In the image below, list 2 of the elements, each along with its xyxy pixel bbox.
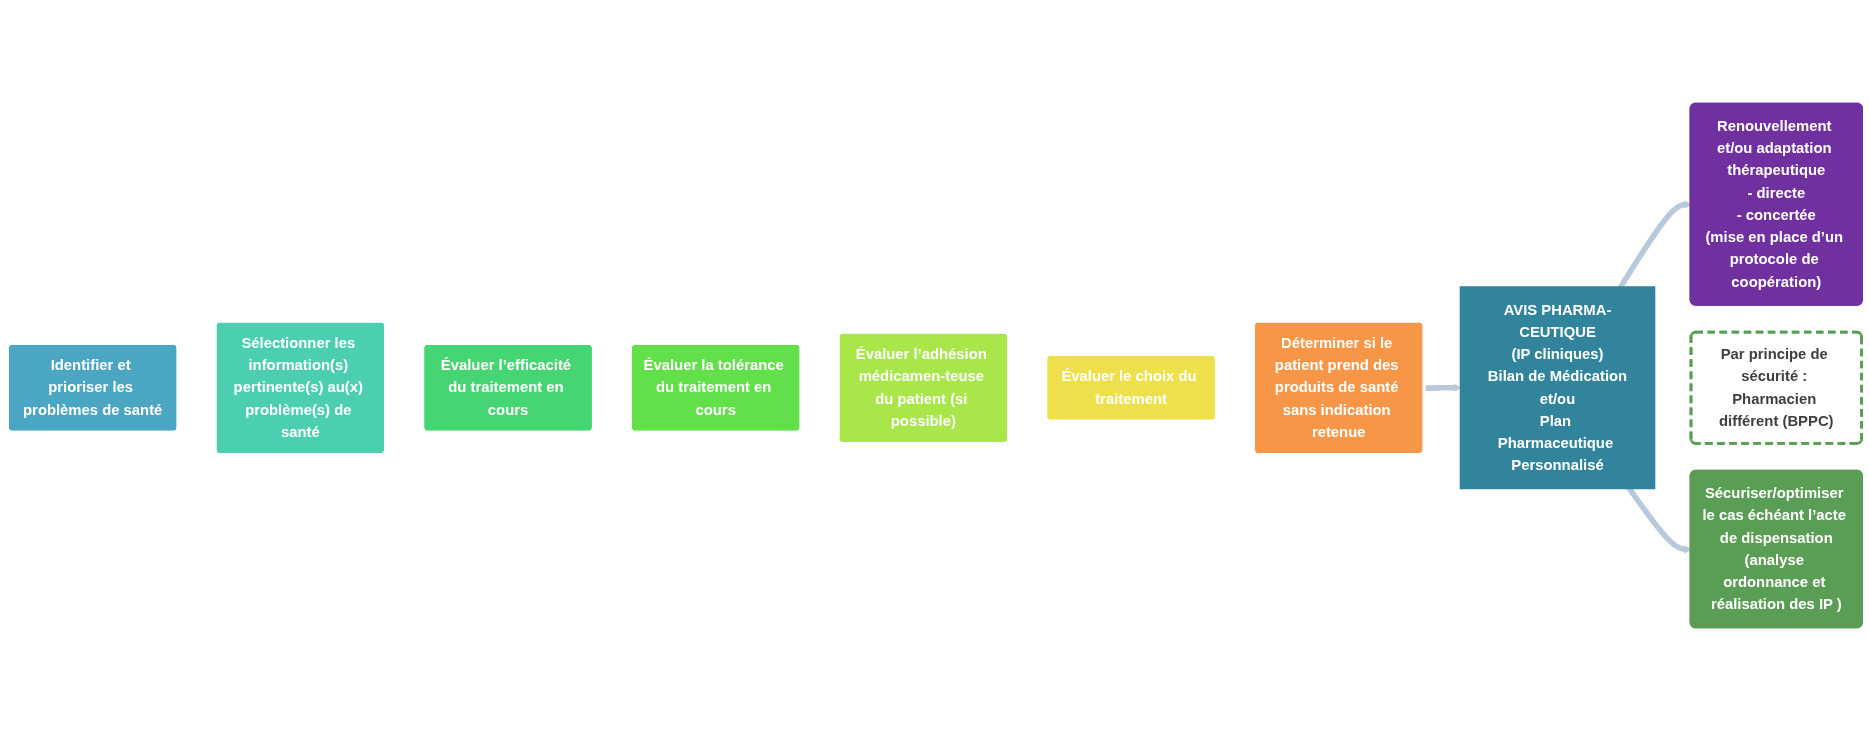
arrow [1424, 383, 1462, 392]
node-box [1459, 286, 1656, 490]
